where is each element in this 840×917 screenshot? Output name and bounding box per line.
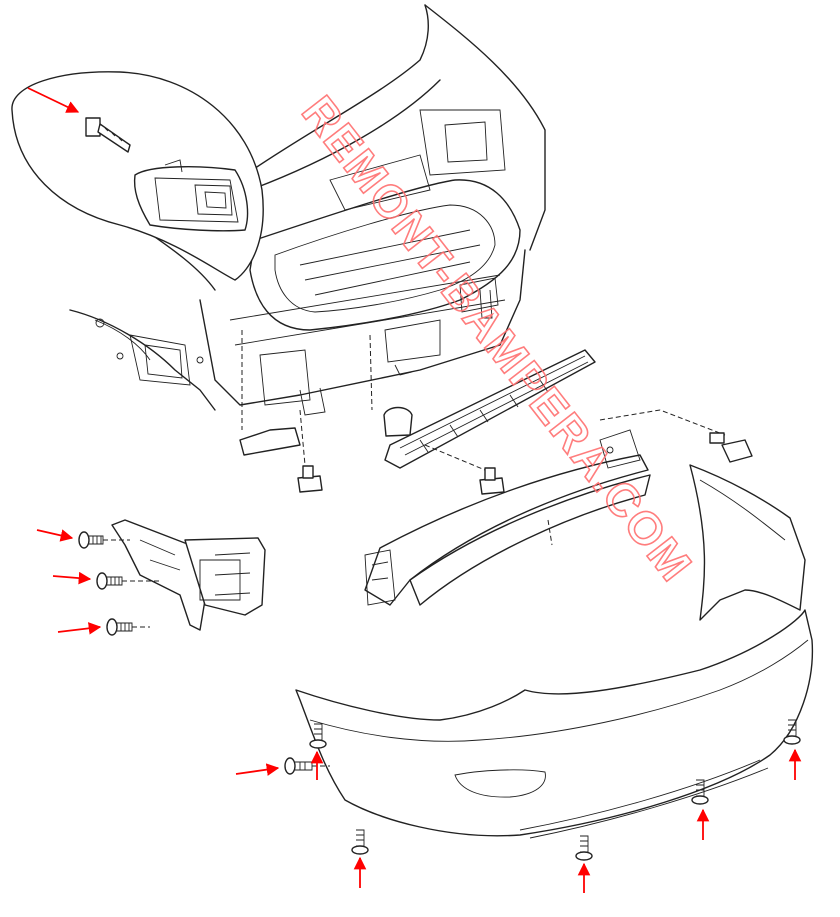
bumper-bottom-left-screw [351,829,369,855]
arrow-bracket-screw-bottom [57,622,102,635]
arrow-bumper-side-screw [235,763,280,776]
bumper-side-screw [284,757,313,775]
arrow-bracket-screw-middle [52,571,92,585]
left-side-bracket [111,519,266,631]
clip-1 [297,465,323,493]
fasteners [78,406,801,861]
bracket-screw-bottom [106,618,133,636]
bracket-screw-middle [96,572,123,590]
bumper-right-end-screw [783,719,801,745]
bumper-reinforcement-beam [364,409,726,606]
tail-light-zoom-bubble [11,71,264,281]
arrow-tail-light-bolt [27,87,80,113]
bumper-bottom-middle-screw [575,835,593,861]
assembly-guide-lines [103,330,553,767]
arrow-bracket-screw-top [36,529,74,542]
bumper-top-left-screw [309,723,327,749]
bumper-bottom-right-screw [691,779,709,805]
upper-center-bracket [384,349,596,469]
clip-4 [239,427,301,456]
bolt-right [709,432,753,463]
tail-light-bolt [85,117,131,153]
bracket-screw-top [78,531,104,549]
clip-2 [479,467,505,495]
clip-3 [383,406,413,437]
rear-bumper-cover [295,464,814,839]
arrows [27,87,802,893]
